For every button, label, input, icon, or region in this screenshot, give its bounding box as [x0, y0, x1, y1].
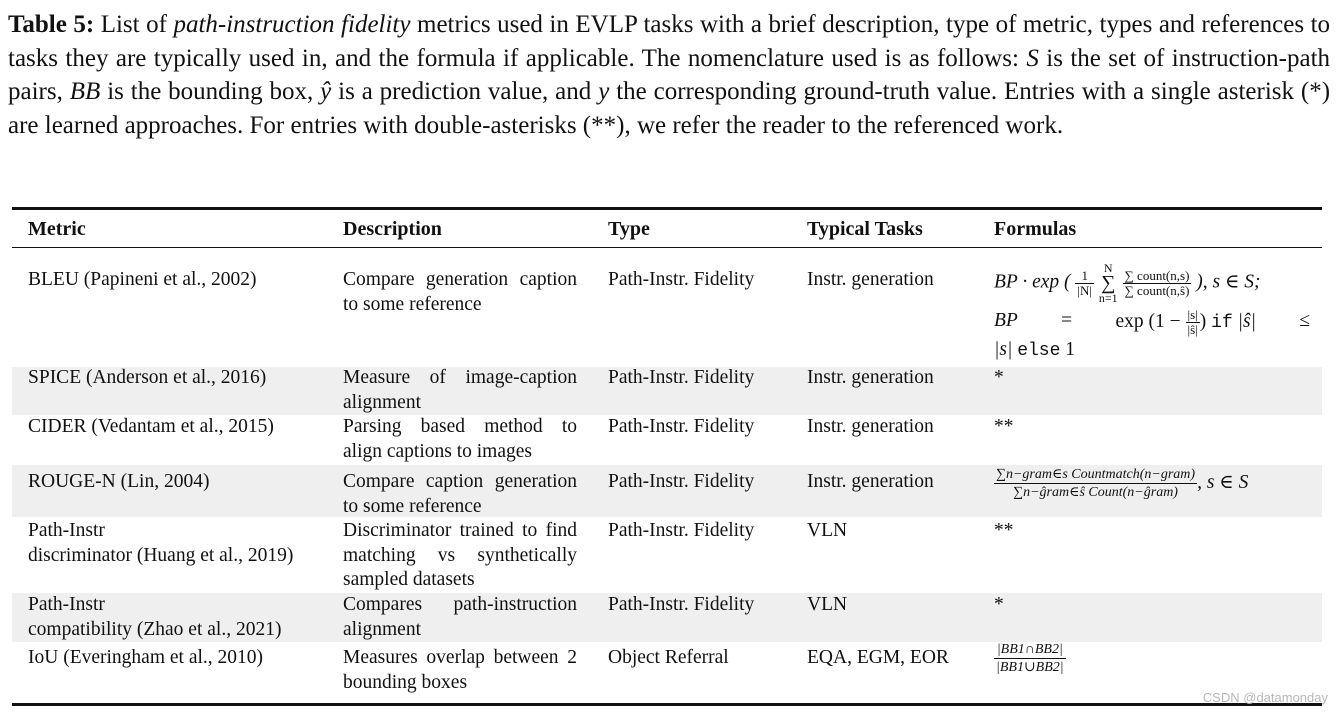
- table-row-compatibility-formula: *: [994, 594, 1004, 615]
- table-row-discriminator-description: Discriminator trained to find matching v…: [343, 520, 577, 590]
- table-row-compatibility-tasks: VLN: [807, 594, 848, 615]
- header-formulas: Formulas: [994, 218, 1077, 240]
- table-row-iou-tasks: EQA, EGM, EOR: [807, 647, 949, 668]
- header-typical-tasks: Typical Tasks: [807, 218, 923, 240]
- table-row-spice-type: Path-Instr. Fidelity: [608, 367, 755, 388]
- table-row-iou-description: Measures overlap between 2 bounding boxe…: [343, 647, 577, 693]
- table-row-cider-tasks: Instr. generation: [807, 416, 934, 437]
- table-row-bleu-metric: BLEU (Papineni et al., 2002): [28, 269, 257, 290]
- table-top-rule: [12, 207, 1322, 210]
- iou-formula: |BB1∩BB2||BB1∪BB2|: [994, 642, 1066, 675]
- table-row-spice-description: Measure of image-caption alignment: [343, 367, 577, 413]
- table-row-bleu-tasks: Instr. generation: [807, 269, 934, 290]
- table-row-rouge-type: Path-Instr. Fidelity: [608, 471, 755, 492]
- table-row-spice-tasks: Instr. generation: [807, 367, 934, 388]
- table-row-rouge-description: Compare caption generation to some refer…: [343, 471, 577, 517]
- table-row-discriminator-formula: **: [994, 520, 1014, 541]
- table-row-cider-type: Path-Instr. Fidelity: [608, 416, 755, 437]
- table-header-rule: [12, 247, 1322, 249]
- caption-label: Table 5:: [8, 11, 95, 38]
- table-row-iou-metric: IoU (Everingham et al., 2010): [28, 647, 264, 668]
- table-row-cider-description: Parsing based method to align captions t…: [343, 416, 577, 462]
- table-caption: Table 5: List of path-instruction fideli…: [8, 11, 1331, 139]
- bleu-summation: N∑n=1: [1098, 261, 1118, 305]
- table-row-discriminator-type: Path-Instr. Fidelity: [608, 520, 755, 541]
- header-type: Type: [608, 218, 650, 240]
- table-row-spice-formula: *: [994, 367, 1004, 388]
- rouge-formula: ∑n−gram∈s Countmatch(n−gram)∑n−ĝram∈ŝ Co…: [994, 467, 1249, 500]
- table-row-bleu-description: Compare generation caption to some refer…: [343, 269, 577, 315]
- table-row-compatibility-description: Compares path-instruction alignment: [343, 594, 577, 640]
- table-bottom-rule: [12, 703, 1322, 706]
- table-row-iou-type: Object Referral: [608, 647, 729, 668]
- row-shade-compat: [12, 593, 1322, 642]
- row-shade-spice: [12, 367, 1322, 415]
- row-shade-rouge: [12, 465, 1322, 517]
- table-row-bleu-type: Path-Instr. Fidelity: [608, 269, 755, 290]
- table-row-compatibility-type: Path-Instr. Fidelity: [608, 594, 755, 615]
- table-row-cider-metric: CIDER (Vedantam et al., 2015): [28, 416, 274, 437]
- header-metric: Metric: [28, 218, 86, 240]
- bleu-formula: BP · exp ( 1|N| N∑n=1 ∑ count(n,s)∑ coun…: [994, 261, 1310, 361]
- header-description: Description: [343, 218, 442, 240]
- table-row-rouge-tasks: Instr. generation: [807, 471, 934, 492]
- table-row-spice-metric: SPICE (Anderson et al., 2016): [28, 367, 267, 388]
- table-row-cider-formula: **: [994, 416, 1014, 437]
- watermark: CSDN @datamonday: [1202, 690, 1328, 705]
- table-row-discriminator-tasks: VLN: [807, 520, 848, 541]
- table-row-rouge-metric: ROUGE-N (Lin, 2004): [28, 471, 210, 492]
